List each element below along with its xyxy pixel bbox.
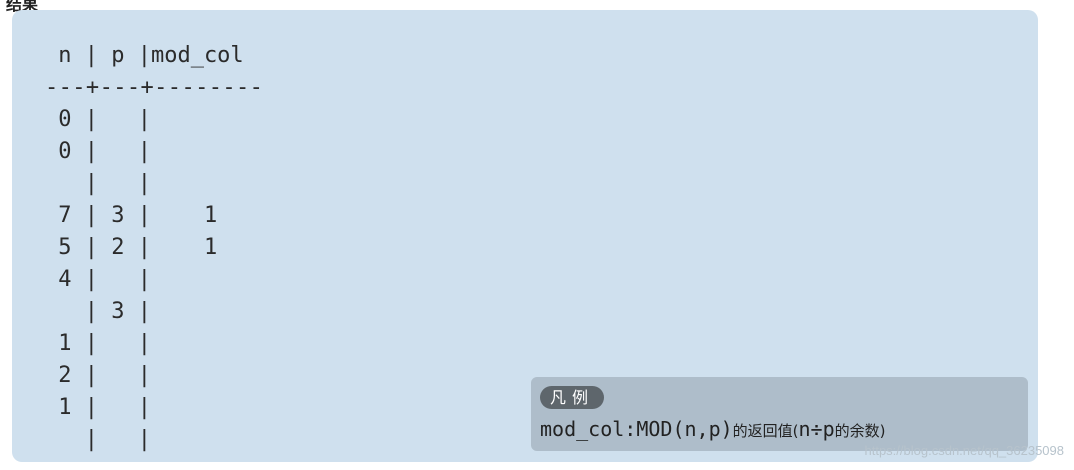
- query-result-table: n | p |mod_col ---+---+-------- 0 | | 0 |…: [45, 40, 263, 456]
- table-separator: ---+---+--------: [45, 75, 264, 100]
- table-row: 4 | |: [45, 267, 151, 292]
- table-row: 0 | |: [45, 107, 151, 132]
- legend-desc-expr: n÷p: [798, 417, 835, 441]
- table-row: | |: [45, 171, 151, 196]
- table-row: 0 | |: [45, 139, 151, 164]
- table-row: | |: [45, 427, 151, 452]
- table-row: | 3 |: [45, 299, 151, 324]
- result-panel: n | p |mod_col ---+---+-------- 0 | | 0 |…: [12, 10, 1038, 462]
- table-row: 7 | 3 | 1: [45, 203, 218, 228]
- table-row: 1 | |: [45, 395, 151, 420]
- legend-description: mod_col:MOD(n,p)的返回值(n÷p的余数): [540, 417, 886, 441]
- legend-desc-suffix: 的余数): [834, 422, 886, 440]
- legend-code: mod_col:MOD(n,p): [540, 417, 733, 441]
- table-row: 1 | |: [45, 331, 151, 356]
- legend-box: 凡例 mod_col:MOD(n,p)的返回值(n÷p的余数): [531, 377, 1028, 451]
- legend-tag: 凡例: [540, 386, 605, 409]
- watermark: https://blog.csdn.net/qq_36235098: [864, 443, 1065, 458]
- table-header: n | p |mod_col: [45, 43, 244, 68]
- table-row: 5 | 2 | 1: [45, 235, 218, 260]
- table-row: 2 | |: [45, 363, 151, 388]
- legend-desc-prefix: 的返回值(: [732, 422, 799, 440]
